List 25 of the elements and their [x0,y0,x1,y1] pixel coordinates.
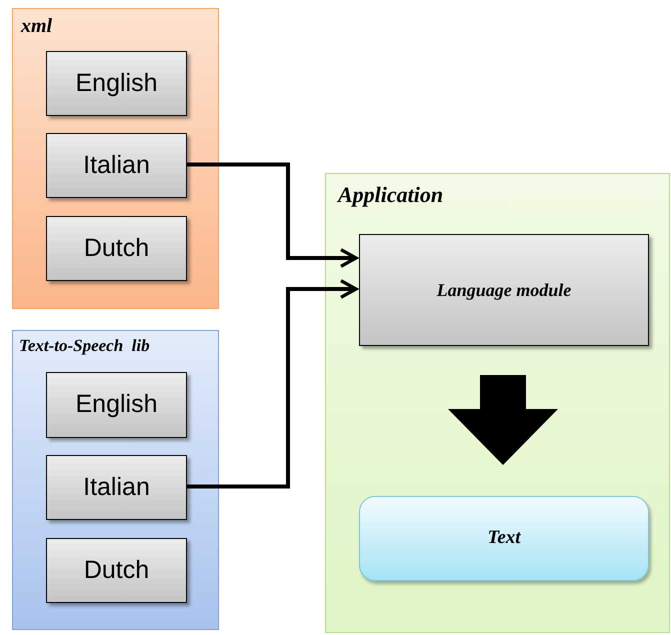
container-panel [12,8,219,309]
container-panel [12,330,219,630]
box-label: Dutch [84,232,150,264]
box-label: Language module [436,278,572,302]
panel-title: xml [21,14,52,39]
language-box [46,51,187,116]
box-label: Dutch [84,554,150,586]
box-label: English [76,68,158,99]
module-box [359,234,649,346]
container-panel [325,173,670,633]
box-label: English [76,389,158,420]
language-box [46,216,187,281]
language-box [46,455,187,520]
box-label: Italian [83,472,150,503]
block-arrow [448,375,558,465]
language-box [46,538,187,603]
panel-title: Text-to-Speech lib [19,335,150,357]
output-box [359,496,649,581]
language-box [46,133,187,198]
language-box [46,372,187,438]
box-label: Italian [83,150,150,181]
arrow [186,279,358,488]
box-label: Text [487,526,521,550]
arrow [186,162,358,268]
panel-title: Application [338,181,444,209]
